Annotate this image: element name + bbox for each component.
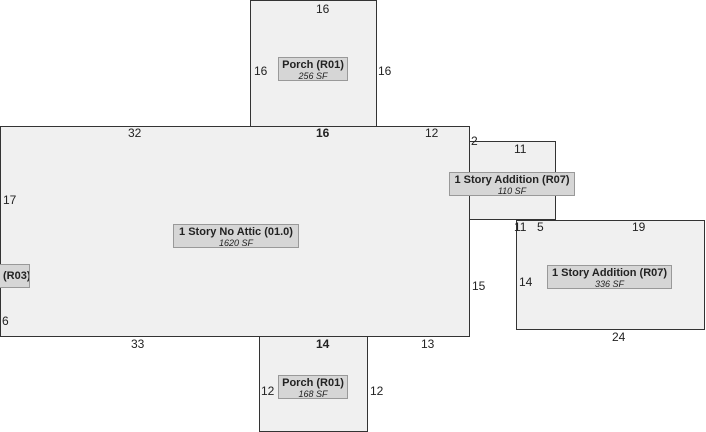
dim-addition-small-2: 2 — [471, 134, 478, 148]
room-area: 110 SF — [497, 186, 527, 196]
dim-main-bottom-right: 13 — [421, 337, 435, 351]
dim-addition-large-top: 19 — [632, 220, 646, 234]
porch-bottom-label: Porch (R01) 168 SF — [278, 375, 348, 399]
room-name: 1 Story No Attic (01.0) — [179, 226, 293, 238]
dim-main-right: 15 — [472, 279, 486, 293]
dim-addition-small-top: 11 — [514, 142, 527, 156]
dim-main-left-lower: 6 — [2, 314, 9, 328]
dim-porch-bottom-right: 12 — [370, 384, 384, 398]
addition-large-label: 1 Story Addition (R07) 336 SF — [547, 265, 672, 289]
dim-main-top-left: 32 — [128, 126, 142, 140]
room-area: 1620 SF — [218, 238, 254, 248]
dim-porch-bottom-left: 12 — [261, 384, 275, 398]
dim-addition-small-bottom: 11 — [514, 220, 527, 234]
partial-left-label: (R03) — [0, 264, 30, 288]
dim-porch-top-left: 16 — [254, 64, 268, 78]
room-area: 256 SF — [298, 71, 328, 81]
dim-main-top-right: 12 — [425, 126, 439, 140]
room-name: Porch (R01) — [282, 59, 344, 71]
dim-addition-large-left: 14 — [519, 275, 533, 289]
room-area: 168 SF — [298, 389, 328, 399]
room-name: 1 Story Addition (R07) — [454, 174, 570, 186]
dim-porch-top-right: 16 — [378, 64, 392, 78]
dim-main-bottom-mid: 14 — [316, 337, 330, 351]
dim-porch-top-top: 16 — [316, 2, 330, 16]
porch-top-label: Porch (R01) 256 SF — [278, 57, 348, 81]
main-room-label: 1 Story No Attic (01.0) 1620 SF — [173, 224, 299, 248]
addition-small-label: 1 Story Addition (R07) 110 SF — [449, 172, 575, 196]
dim-main-top-mid: 16 — [316, 126, 330, 140]
dim-addition-large-5: 5 — [537, 220, 544, 234]
room-name: (R03) — [3, 270, 30, 282]
dim-addition-large-bottom: 24 — [612, 330, 626, 344]
room-name: Porch (R01) — [282, 377, 344, 389]
dim-main-bottom-left: 33 — [131, 337, 145, 351]
room-name: 1 Story Addition (R07) — [551, 267, 668, 279]
dim-main-left: 17 — [3, 193, 17, 207]
room-area: 336 SF — [594, 279, 625, 289]
